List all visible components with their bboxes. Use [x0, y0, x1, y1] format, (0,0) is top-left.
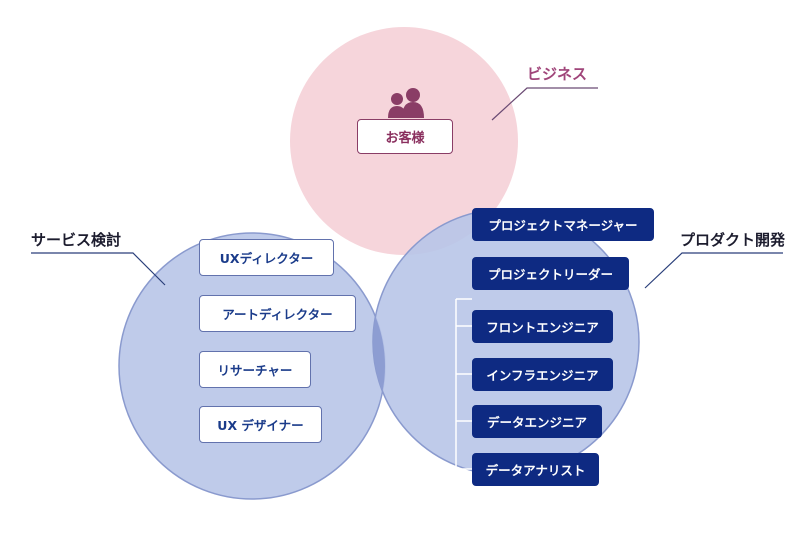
business-label: ビジネス: [527, 65, 588, 83]
role-project-manager: プロジェクトマネージャー: [472, 208, 654, 241]
role-data-analyst: データアナリスト: [472, 453, 599, 486]
service-leader-line: [31, 252, 166, 286]
role-project-leader: プロジェクトリーダー: [472, 257, 629, 290]
customer-box: お客様: [357, 119, 453, 154]
business-leader-line: [491, 87, 598, 121]
role-infra-engineer: インフラエンジニア: [472, 358, 613, 391]
product-label: プロダクト開発: [680, 231, 786, 249]
role-researcher: リサーチャー: [199, 351, 311, 388]
product-leader-line: [644, 252, 783, 289]
hierarchy-connectors: [455, 298, 472, 470]
role-ux-designer: UX デザイナー: [199, 406, 322, 443]
role-art-director: アートディレクター: [199, 295, 356, 332]
role-frontend-engineer: フロントエンジニア: [472, 310, 613, 343]
people-icon: [388, 88, 424, 118]
service-label: サービス検討: [31, 231, 122, 249]
role-ux-director: UXディレクター: [199, 239, 334, 276]
role-data-engineer: データエンジニア: [472, 405, 602, 438]
